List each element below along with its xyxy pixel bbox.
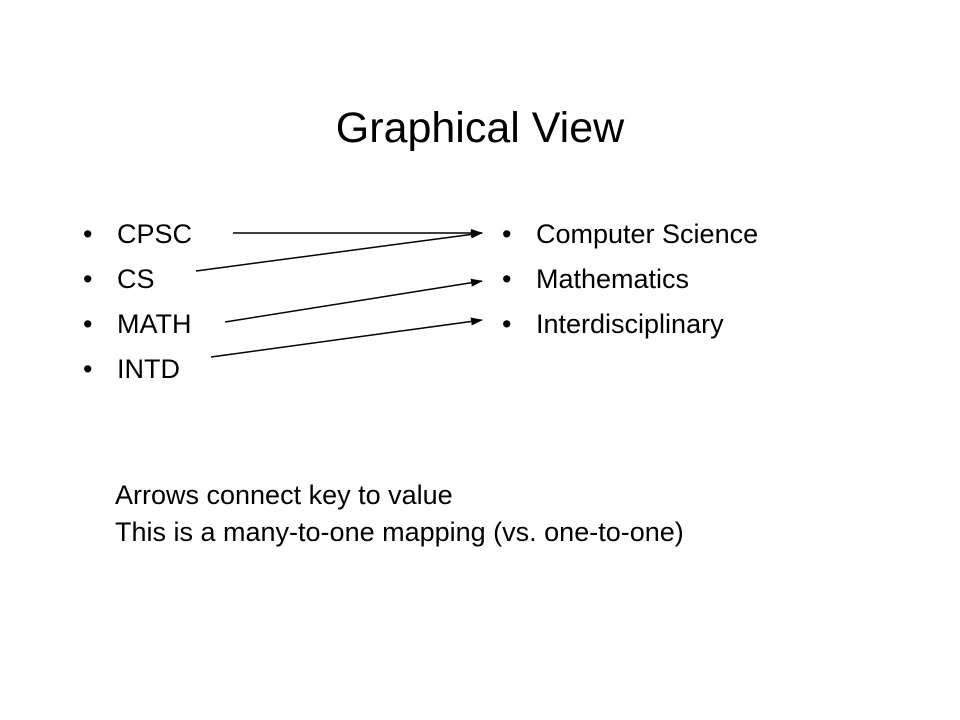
bullet-icon: • (83, 354, 93, 384)
key-label: CPSC (117, 219, 193, 249)
bullet-icon: • (502, 264, 512, 294)
value-label: Mathematics (536, 264, 690, 294)
bullet-icon: • (83, 309, 93, 339)
value-label: Computer Science (536, 219, 759, 249)
key-label: MATH (117, 309, 192, 339)
key-label: INTD (117, 354, 180, 384)
bullet-icon: • (502, 219, 512, 249)
arrow-math-to-mathematics (224, 278, 483, 323)
value-list: • Computer Science • Mathematics • Interdis… (502, 212, 758, 347)
note: Arrows connect key to value This is a ma… (115, 477, 684, 551)
arrow-intd-to-interdisciplinary (210, 317, 483, 358)
arrow-cs-to-computer-science (195, 230, 483, 272)
key-item-cpsc: • CPSC (83, 212, 192, 257)
key-item-intd: • INTD (83, 347, 192, 392)
bullet-icon: • (83, 219, 93, 249)
key-item-cs: • CS (83, 257, 192, 302)
key-label: CS (117, 264, 155, 294)
key-list: • CPSC • CS • MATH • INTD (83, 212, 192, 392)
bullet-icon: • (83, 264, 93, 294)
value-item-computer-science: • Computer Science (502, 212, 758, 257)
value-item-interdisciplinary: • Interdisciplinary (502, 302, 758, 347)
bullet-icon: • (502, 309, 512, 339)
note-line: This is a many-to-one mapping (vs. one-t… (115, 517, 684, 547)
value-item-mathematics: • Mathematics (502, 257, 758, 302)
slide-title: Graphical View (335, 104, 625, 152)
value-label: Interdisciplinary (536, 309, 724, 339)
key-item-math: • MATH (83, 302, 192, 347)
note-line: Arrows connect key to value (115, 480, 453, 510)
